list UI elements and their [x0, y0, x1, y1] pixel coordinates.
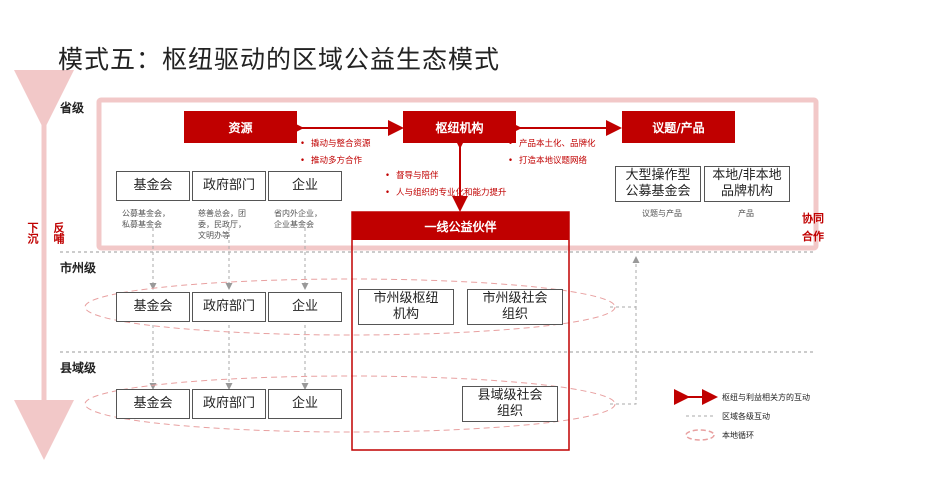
partner-title: 一线公益伙伴 — [352, 212, 569, 240]
collab-label: 协同 合作 — [802, 212, 824, 243]
topic-box-public-foundation: 大型操作型 公募基金会 — [615, 166, 701, 202]
hub-box: 枢纽机构 — [403, 111, 516, 143]
label-up: 反哺 — [52, 222, 65, 244]
hub-left-bullets: 撬动与整合资源 推动多方合作 — [300, 138, 371, 167]
city-enterprise: 企业 — [268, 292, 342, 322]
province-note-government: 慈善总会，团 委，民政厅， 文明办等 — [198, 209, 246, 240]
province-note-enterprise: 省内外企业， 企业基金会 — [274, 209, 322, 229]
city-government: 政府部门 — [192, 292, 266, 322]
hub-center-bullets: 督导与陪伴 人与组织的专业化和能力提升 — [385, 170, 507, 199]
legend-region-interaction: 区域各级互动 — [722, 412, 770, 421]
province-note-foundation: 公募基金会， 私募基金会 — [122, 209, 170, 229]
resources-box: 资源 — [184, 111, 297, 143]
hub-right-bullets: 产品本土化、品牌化 打造本地议题网络 — [508, 138, 596, 167]
county-social-org: 县域级社会 组织 — [462, 386, 558, 422]
county-enterprise: 企业 — [268, 389, 342, 419]
level-province: 省级 — [60, 101, 85, 115]
legend-local-loop: 本地循环 — [722, 431, 754, 440]
level-county: 县域级 — [60, 361, 97, 375]
label-down: 下沉 — [26, 222, 39, 244]
county-foundation: 基金会 — [116, 389, 190, 419]
province-frame — [96, 97, 819, 251]
topic-note-1: 议题与产品 — [642, 209, 682, 218]
topic-box-brand-org: 本地/非本地 品牌机构 — [704, 166, 790, 202]
topics-box: 议题/产品 — [622, 111, 735, 143]
city-foundation: 基金会 — [116, 292, 190, 322]
province-foundation: 基金会 — [116, 171, 190, 201]
province-enterprise: 企业 — [268, 171, 342, 201]
page-title: 模式五：枢纽驱动的区域公益生态模式 — [58, 45, 501, 74]
legend-hub-interaction: 枢纽与利益相关方的互动 — [722, 393, 810, 402]
county-government: 政府部门 — [192, 389, 266, 419]
province-government: 政府部门 — [192, 171, 266, 201]
topic-note-2: 产品 — [738, 209, 754, 218]
city-hub-org: 市州级枢纽 机构 — [358, 289, 454, 325]
county-loop — [84, 375, 616, 433]
level-city: 市州级 — [60, 261, 97, 275]
city-loop — [84, 278, 616, 336]
city-social-org: 市州级社会 组织 — [467, 289, 563, 325]
